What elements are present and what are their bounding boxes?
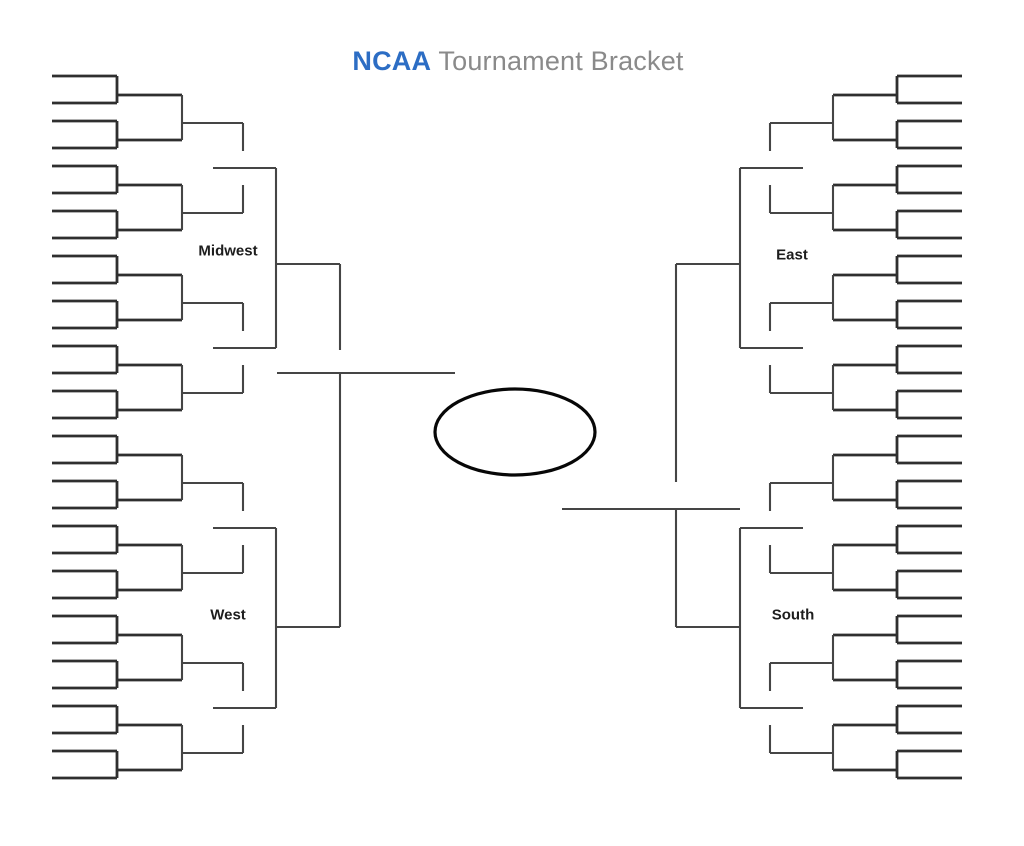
- region-label-midwest: Midwest: [198, 242, 258, 260]
- bracket-first-round-lines: [52, 74, 962, 780]
- region-label-south: South: [771, 606, 815, 624]
- region-label-east: East: [776, 246, 808, 264]
- region-label-west: West: [210, 606, 246, 624]
- title-accent: NCAA: [352, 46, 432, 76]
- bracket-advancement-lines: [180, 95, 835, 770]
- title-text: Tournament Bracket: [438, 46, 684, 76]
- championship-ellipse: [433, 387, 597, 477]
- page-title: NCAA Tournament Bracket: [352, 46, 683, 77]
